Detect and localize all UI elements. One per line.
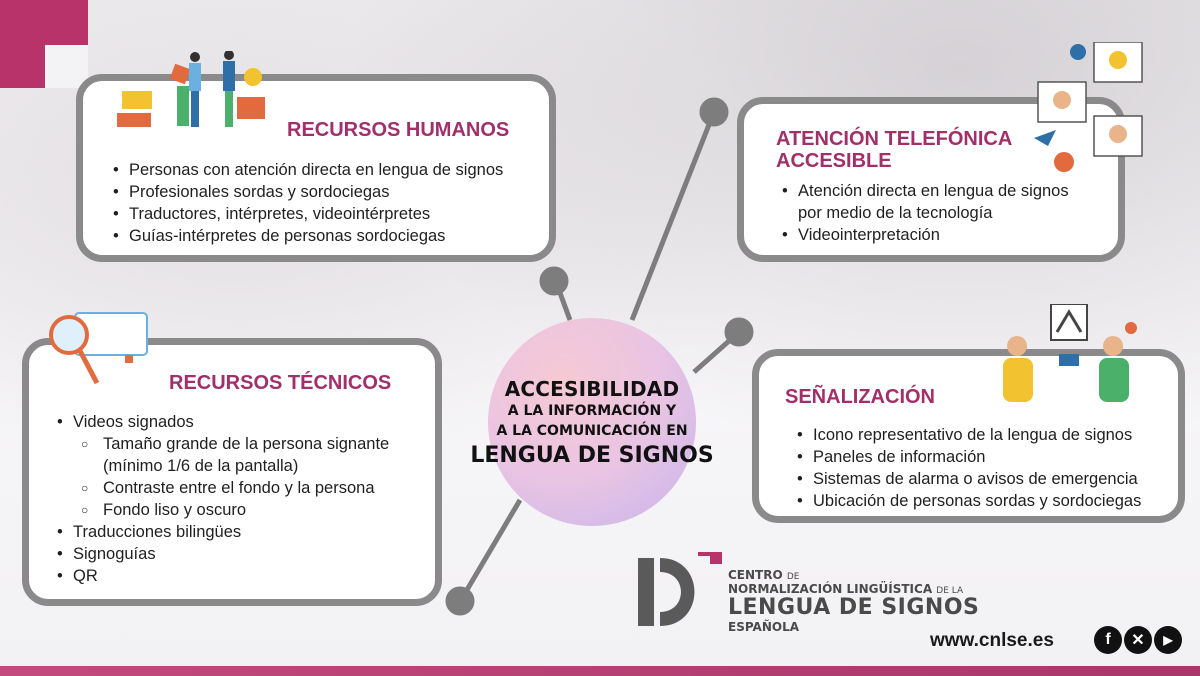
central-title-line2: A LA INFORMACIÓN Y [507, 402, 677, 419]
magnifier-screen-illustration-icon [49, 312, 148, 385]
central-title-line4: LENGUA DE SIGNOS [470, 442, 714, 468]
list-item: Signoguías [57, 543, 389, 565]
list-item: Atención directa en lengua de signos [782, 180, 1069, 202]
central-title-line3: A LA COMUNICACIÓN EN [496, 422, 688, 439]
list-item: Videointerpretación [782, 224, 1069, 246]
central-topic-circle: ACCESIBILIDAD A LA INFORMACIÓN Y A LA CO… [470, 318, 714, 526]
logo-espanola: ESPAÑOLA [728, 620, 799, 634]
list-item: QR [57, 565, 389, 587]
atencion-telefonica-box: ATENCIÓN TELEFÓNICA ACCESIBLE Atención d… [737, 42, 1143, 262]
cnlse-logo: CENTRO DE NORMALIZACIÓN LINGÜÍSTICA DE L… [636, 550, 979, 634]
sub-list-item: Fondo liso y oscuro [73, 499, 389, 521]
cnlse-d-mark-icon [638, 552, 722, 626]
recursos-tecnicos-title: RECURSOS TÉCNICOS [169, 372, 392, 394]
list-item: Paneles de información [797, 446, 1141, 468]
people-illustration-icon [117, 51, 265, 127]
logo-normalizacion: NORMALIZACIÓN LINGÜÍSTICA [728, 582, 933, 596]
logo-de: DE [786, 572, 800, 582]
list-item-continuation: por medio de la tecnología [798, 204, 993, 222]
central-title-line1: ACCESIBILIDAD [504, 376, 680, 401]
recursos-humanos-box: RECURSOS HUMANOS Personas con atención d… [76, 51, 556, 262]
senalizacion-box: SEÑALIZACIÓN Icono representativo de la … [752, 304, 1185, 523]
atencion-title-line1: ATENCIÓN TELEFÓNICA [776, 128, 1013, 150]
list-item: Icono representativo de la lengua de sig… [797, 424, 1141, 446]
list-item-continuation: (mínimo 1/6 de la pantalla) [103, 457, 299, 475]
facebook-icon[interactable]: f [1094, 626, 1122, 654]
video-call-illustration-icon [1034, 42, 1143, 172]
recursos-humanos-list: Personas con atención directa en lengua … [107, 159, 503, 247]
atencion-list: Atención directa en lengua de signos por… [776, 180, 1069, 246]
logo-de-la: DE LA [936, 586, 964, 596]
sub-list-item: Tamaño grande de la persona signante [73, 433, 389, 455]
recursos-tecnicos-list: Videos signados Tamaño grande de la pers… [51, 411, 389, 587]
youtube-icon[interactable]: ▶ [1154, 626, 1182, 654]
logo-centro: CENTRO [728, 568, 783, 582]
logo-lengua: LENGUA DE SIGNOS [728, 595, 980, 620]
senalizacion-list: Icono representativo de la lengua de sig… [791, 424, 1141, 512]
sign-language-illustration-icon [1003, 304, 1137, 402]
sub-list-item: Contraste entre el fondo y la persona [73, 477, 389, 499]
list-item: Traductores, intérpretes, videointérpret… [113, 203, 503, 225]
list-item: Profesionales sordas y sordociegas [113, 181, 503, 203]
list-item: Videos signados [57, 411, 389, 433]
atencion-title-line2: ACCESIBLE [776, 150, 892, 172]
senalizacion-title: SEÑALIZACIÓN [785, 386, 935, 408]
recursos-tecnicos-box: RECURSOS TÉCNICOS Videos signados Tamaño… [22, 312, 442, 606]
list-item: Sistemas de alarma o avisos de emergenci… [797, 468, 1141, 490]
list-item: Personas con atención directa en lengua … [113, 159, 503, 181]
corner-decoration [0, 0, 88, 88]
recursos-humanos-title: RECURSOS HUMANOS [287, 119, 510, 141]
list-item: Ubicación de personas sordas y sordocieg… [797, 490, 1141, 512]
list-item: Guías-intérpretes de personas sordociega… [113, 225, 503, 247]
bottom-bar [0, 666, 1200, 676]
list-item: Traducciones bilingües [57, 521, 389, 543]
x-icon[interactable]: ✕ [1124, 626, 1152, 654]
atencion-title: ATENCIÓN TELEFÓNICA ACCESIBLE [776, 128, 1012, 172]
website-link[interactable]: www.cnlse.es [930, 630, 1054, 651]
